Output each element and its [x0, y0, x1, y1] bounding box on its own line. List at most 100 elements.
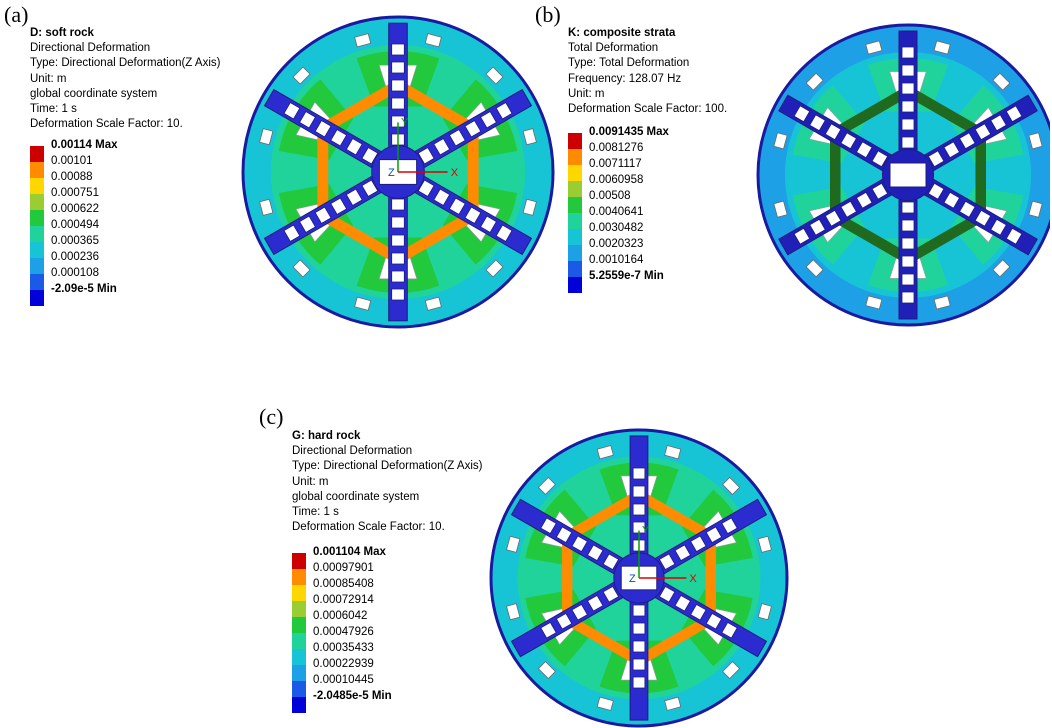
cutter-slot [571, 535, 588, 553]
legend-tick: 0.00097901 [313, 562, 374, 574]
cutter-slot [855, 141, 873, 159]
legend-min: -2.09e-5 Min [51, 283, 117, 295]
legend-tick: 0.00508 [589, 190, 631, 202]
cutter-slot [901, 219, 915, 232]
gauge-cutter [865, 40, 883, 55]
cutter-slot [632, 622, 646, 635]
info-line: Directional Deformation [30, 42, 151, 55]
cutter-slot [705, 612, 723, 630]
legend-tick: 0.000622 [51, 203, 99, 215]
gauge-cutter [424, 296, 442, 311]
legend-swatch [30, 194, 44, 210]
legend-swatch [568, 229, 582, 245]
cutter-slot [824, 123, 842, 141]
legend-swatch [568, 165, 582, 181]
cutter-slot [464, 206, 482, 225]
legend-tick: 0.000751 [51, 187, 99, 199]
legend-max: 0.0091435 Max [589, 126, 669, 138]
cutter-slot [793, 105, 811, 123]
cutter-slot [855, 191, 873, 209]
x-axis-label: X [451, 167, 459, 179]
cutter-slot [417, 146, 435, 165]
gauge-cutter [354, 296, 372, 311]
legend-tick: 0.000365 [51, 235, 99, 247]
cutter-slot [330, 197, 348, 216]
cutter-slot [417, 179, 435, 198]
cutter-slot [480, 110, 497, 129]
cutter-slot [314, 206, 332, 225]
cutter-slot [674, 544, 691, 562]
legend-swatch [30, 210, 44, 226]
cutter-slot [540, 517, 557, 535]
legend-swatch [292, 553, 306, 569]
gauge-cutter [722, 661, 741, 680]
cutterhead-model-c: XYZ [489, 428, 789, 728]
panel-b-info: K: composite strata Total Deformation Ty… [568, 26, 727, 117]
gauge-cutter [522, 128, 537, 146]
info-line: Unit: m [30, 72, 67, 85]
cutter-slot [658, 585, 676, 603]
info-line: Unit: m [568, 87, 605, 100]
spoke-arm [902, 94, 1038, 184]
cutter-slot [495, 101, 513, 120]
cutter-slot [345, 188, 363, 207]
legend-tick: 0.00101 [51, 155, 93, 167]
cutter-slot [345, 137, 363, 156]
gauge-cutter [1028, 132, 1043, 150]
gauge-cutter [537, 661, 556, 680]
cutter-slot [433, 137, 451, 156]
legend-swatch [568, 245, 582, 261]
gauge-cutter [292, 259, 311, 278]
legend-swatch [30, 258, 44, 274]
gauge-cutter [805, 259, 824, 278]
gauge-cutter [485, 66, 504, 85]
info-line: Type: Directional Deformation(Z Axis) [292, 460, 483, 473]
legend-swatch [292, 665, 306, 681]
panel-b-label: (b) [535, 2, 561, 27]
legend-swatch [292, 633, 306, 649]
legend-swatch [568, 277, 582, 293]
legend-max: 0.001104 Max [313, 546, 386, 558]
cutter-slot [391, 270, 405, 283]
cutter-slot [943, 191, 961, 209]
cutter-slot [974, 209, 992, 227]
cutter-slot [721, 517, 738, 535]
cutter-slot [901, 82, 915, 95]
legend-swatch [30, 162, 44, 178]
spoke-arm [263, 163, 404, 256]
cutter-slot [495, 224, 513, 243]
legend-tick: 0.000494 [51, 219, 99, 231]
cutter-slot [391, 61, 405, 74]
cutter-slot [555, 612, 573, 630]
cutter-slot [901, 255, 915, 268]
cutter-slot [871, 150, 889, 168]
cutter-slot [391, 288, 405, 301]
gauge-cutter [933, 40, 951, 55]
legend-swatch [568, 133, 582, 149]
gauge-cutter [992, 72, 1011, 91]
info-line: global coordinate system [30, 87, 158, 100]
gauge-cutter [773, 200, 788, 218]
cutter-slot [824, 209, 842, 227]
cutter-slot [901, 46, 915, 59]
cutter-slot [555, 526, 573, 544]
cutter-slot [705, 526, 723, 544]
legend-max: 0.00114 Max [51, 139, 118, 151]
legend-swatch [30, 226, 44, 242]
cutter-slot [283, 101, 301, 120]
cutter-slot [540, 621, 557, 639]
cutter-slot [901, 291, 915, 304]
panel-a-label: (a) [4, 2, 29, 27]
gauge-cutter [506, 603, 521, 621]
gauge-cutter [424, 33, 442, 48]
cutter-slot [840, 132, 857, 150]
cutter-slot [901, 237, 915, 250]
legend-tick: 0.0006042 [313, 610, 368, 622]
cutter-slot [391, 252, 405, 265]
cutter-slot [840, 200, 857, 218]
legend-swatch [30, 290, 44, 306]
cutter-slot [299, 215, 316, 234]
cutter-slot [959, 200, 976, 218]
info-line: Frequency: 128.07 Hz [568, 72, 682, 85]
info-line: Time: 1 s [30, 103, 77, 116]
